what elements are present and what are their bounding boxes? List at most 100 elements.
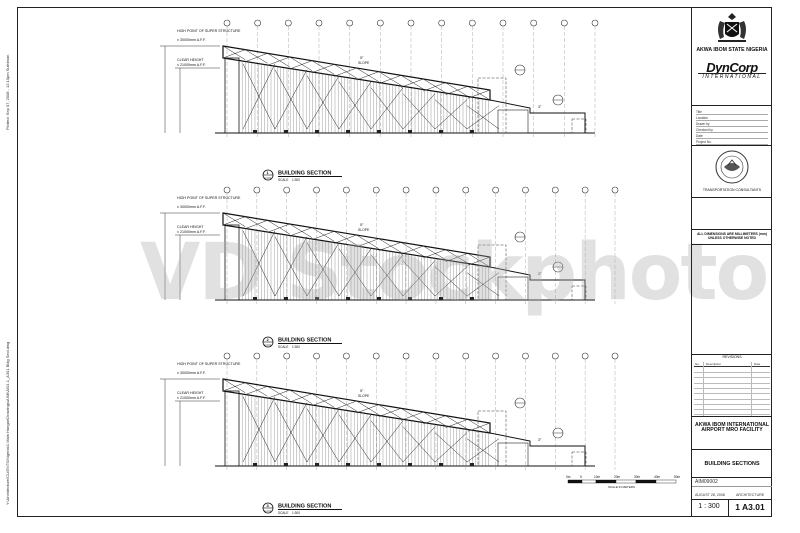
scale-bar-segment: [567, 479, 583, 484]
clear-height-value: ± 21000mm A.F.F.: [177, 396, 206, 400]
scale-bar-segment: [635, 479, 657, 484]
section-title: BUILDING SECTION: [278, 171, 331, 177]
column-footing: [315, 130, 319, 133]
detail-callout-box: [477, 410, 507, 467]
column-footing: [253, 130, 257, 133]
consultant-panel: TRANSPORTATION CONSULTANTS: [692, 146, 772, 198]
truss-web: [400, 242, 424, 257]
cross-brace: [402, 93, 436, 130]
truss-web: [445, 415, 468, 430]
truss-web: [356, 67, 379, 82]
cross-brace: [370, 254, 404, 297]
revisions-row: [694, 395, 770, 400]
revisions-column-header: Description: [706, 362, 722, 366]
roof-truss: [222, 45, 491, 101]
building-section-1: HIGH POINT OF SUPER STRUCTURE± 30000mm A…: [160, 19, 599, 182]
project-info-label: Location: [696, 115, 709, 120]
truss-web: [423, 78, 446, 93]
building-section-3: HIGH POINT OF SUPER STRUCTURE± 30000mm A…: [160, 352, 619, 515]
truss-web: [356, 238, 379, 248]
scale-bar-tick-label: 40m: [654, 475, 661, 479]
grid-bubble: [581, 186, 589, 194]
grid-bubble: [591, 19, 599, 27]
truss-web: [423, 82, 446, 92]
client-state-name: AKWA IBOM STATE NIGERIA: [696, 47, 768, 53]
truss-web: [222, 45, 246, 60]
truss-web: [445, 249, 468, 264]
cross-brace: [338, 248, 372, 297]
truss-web: [467, 256, 491, 266]
column-footing: [253, 463, 257, 466]
column-footing: [408, 463, 412, 466]
truss-web: [222, 216, 246, 226]
project-info-row: Project No.: [696, 139, 768, 145]
grid-bubble: [552, 186, 559, 194]
truss-web: [267, 53, 290, 68]
truss-web: [334, 397, 357, 412]
cross-brace: [402, 426, 436, 463]
revisions-row: [694, 389, 770, 395]
column-footing: [408, 130, 412, 133]
revisions-column-rule: [703, 362, 704, 416]
high-point-label: HIGH POINT OF SUPER STRUCTURE: [177, 362, 241, 366]
truss-web: [245, 216, 268, 231]
truss-web: [378, 71, 402, 86]
truss-web: [445, 419, 468, 428]
grid-bubble: [402, 186, 410, 194]
grid-bubble: [283, 186, 290, 194]
truss-web: [311, 64, 335, 73]
truss-web: [245, 49, 268, 64]
scale-bar-segment: [655, 479, 677, 484]
truss-web: [267, 389, 290, 399]
clear-height-label: CLEAR HEIGHT: [177, 391, 204, 395]
truss-web: [378, 404, 402, 419]
truss-web: [311, 231, 335, 240]
slope-angle: 5°: [360, 223, 364, 227]
truss-web: [467, 89, 491, 99]
cross-brace: [370, 87, 404, 130]
scale-bar-segment: [595, 479, 617, 484]
annex-wall: [497, 276, 529, 301]
section-title: BUILDING SECTION: [278, 504, 331, 510]
detail-callout-box: [571, 451, 587, 467]
revisions-row: [694, 368, 770, 373]
cross-brace: [306, 75, 340, 130]
revisions-row: [694, 379, 770, 384]
truss-web: [356, 234, 379, 249]
section-sheet-ref: A-3.01: [264, 510, 272, 513]
truss-web: [334, 67, 357, 77]
grid-bubble: [438, 19, 445, 27]
revisions-row: [694, 405, 770, 411]
project-info-label: Title: [696, 109, 702, 114]
truss-web: [400, 75, 424, 90]
truss-web: [245, 386, 268, 395]
project-info-label: Checked by: [696, 127, 713, 132]
truss-web: [311, 397, 335, 406]
grid-bubble: [313, 352, 320, 360]
section-scale: 1:300: [292, 345, 300, 349]
sheet-title-panel: BUILDING SECTIONS: [692, 450, 772, 478]
truss-web: [289, 389, 313, 404]
grid-bubble: [407, 19, 415, 27]
cross-brace: [402, 260, 436, 297]
column-footing: [377, 463, 381, 466]
scale-bar-tick-label: 30m: [634, 475, 641, 479]
annex-wall: [497, 442, 529, 467]
truss-web: [467, 86, 491, 101]
truss-web: [400, 411, 424, 421]
truss-web: [400, 245, 424, 255]
annex-roof-outline: [489, 432, 586, 466]
truss-web: [378, 242, 402, 251]
dimensions-note-panel: ALL DIMENSIONS ARE MILLIMETERS (mm) UNLE…: [692, 230, 772, 245]
column-footing: [470, 130, 474, 133]
column-footing: [470, 297, 474, 300]
revisions-row: [694, 373, 770, 379]
file-path-stamp: Y:\Architecture\CLIENTS\Nigeria\1 Main H…: [5, 341, 10, 505]
section-scale: 1:300: [292, 511, 300, 515]
grid-bubble: [346, 19, 353, 27]
truss-web: [467, 422, 491, 432]
grid-bubble: [377, 19, 384, 27]
cross-brace: [306, 242, 340, 297]
grid-bubble: [315, 19, 323, 27]
